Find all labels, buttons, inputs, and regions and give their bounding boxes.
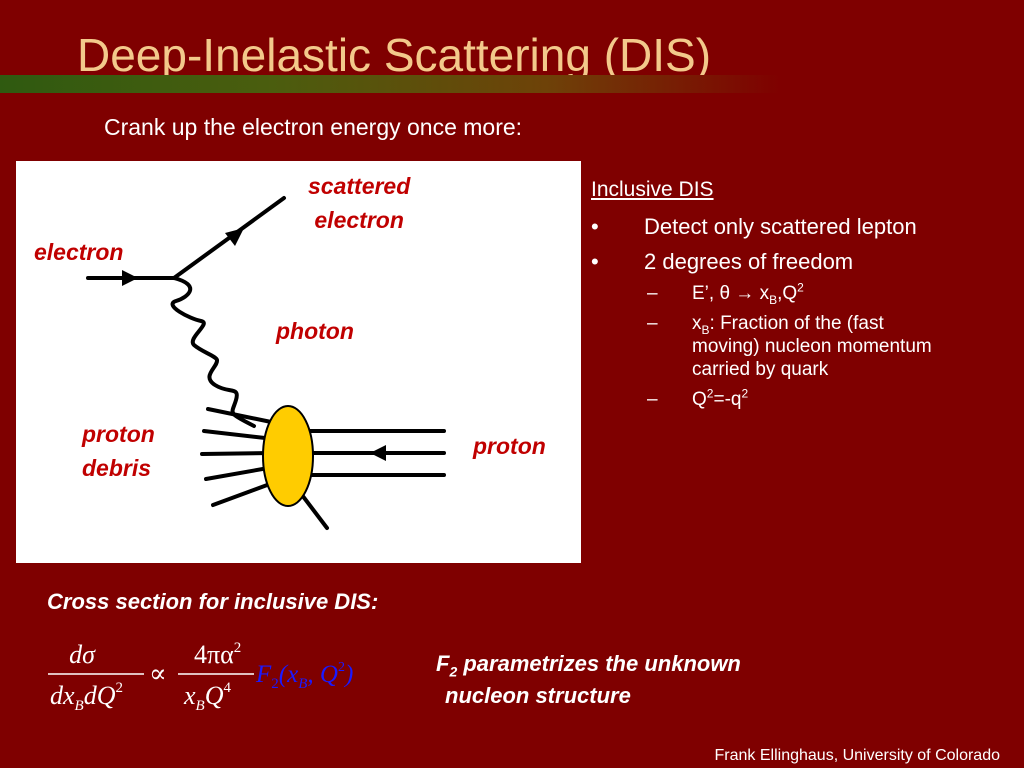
bullet-degrees-of-freedom: • 2 degrees of freedom — [591, 249, 1021, 275]
cross-section-formula: dσ dxBdQ2 ∝ 4πα2 xBQ4 F2(xB, Q2) — [38, 630, 438, 720]
f2-function: F2(xB, Q2) — [255, 660, 353, 692]
scattered-electron-arrowhead — [225, 228, 244, 246]
incoming-electron-arrowhead — [122, 270, 138, 286]
inclusive-dis-panel: Inclusive DIS • Detect only scattered le… — [591, 175, 1021, 411]
title-underline-bar — [0, 75, 780, 93]
label-scattered-electron: scattered electron — [308, 173, 411, 233]
subbullet-energy-variables: – E’, θ → xB,Q2 — [647, 280, 804, 307]
rhs-numerator: 4πα2 — [194, 640, 241, 669]
slide-subtitle: Crank up the electron energy once more: — [104, 114, 523, 140]
cross-section-heading: Cross section for inclusive DIS: — [47, 589, 379, 614]
label-photon: photon — [276, 318, 354, 344]
proton-arrowhead — [370, 445, 386, 461]
dash-marker: – — [647, 313, 658, 334]
subbullet-xb-definition: – xB: Fraction of the (fast moving) nucl… — [647, 313, 932, 380]
debris-line-3 — [200, 451, 274, 456]
formula-svg: dσ dxBdQ2 ∝ 4πα2 xBQ4 F2(xB, Q2) — [48, 640, 353, 714]
slide-title: Deep-Inelastic Scattering (DIS) — [77, 29, 712, 81]
subbullet-q2: – Q2=-q2 — [647, 386, 749, 410]
bullet-marker: • — [591, 214, 599, 239]
bullet-detect-lepton: • Detect only scattered lepton — [591, 214, 1021, 240]
lhs-numerator: dσ — [69, 640, 96, 669]
debris-line-4 — [204, 465, 276, 481]
dash-marker: – — [647, 389, 658, 410]
lhs-denominator: dxBdQ2 — [50, 680, 123, 714]
inclusive-dis-heading: Inclusive DIS — [591, 178, 714, 201]
bullet-text: Detect only scattered lepton — [644, 214, 917, 239]
photon-wavy-line — [170, 276, 256, 428]
proportional-symbol: ∝ — [149, 659, 167, 688]
proton-blob — [262, 405, 314, 507]
debris-line-6 — [300, 493, 329, 530]
bullet-marker: • — [591, 249, 599, 274]
debris-line-2 — [202, 429, 276, 441]
debris-line-1 — [206, 407, 278, 425]
f2-note: F2 parametrizes the unknown nucleon stru… — [436, 651, 741, 708]
dash-marker: – — [647, 283, 658, 304]
bullet-text: 2 degrees of freedom — [644, 249, 854, 274]
label-proton: proton — [473, 433, 546, 459]
slide-footer: Frank Ellinghaus, University of Colorado — [714, 747, 1000, 764]
feynman-diagram: scattered electron electron photon proto… — [16, 161, 581, 563]
rhs-denominator: xBQ4 — [183, 680, 232, 714]
feynman-diagram-svg — [86, 196, 446, 530]
label-electron: electron — [34, 239, 124, 265]
label-proton-debris: proton debris — [82, 421, 155, 481]
